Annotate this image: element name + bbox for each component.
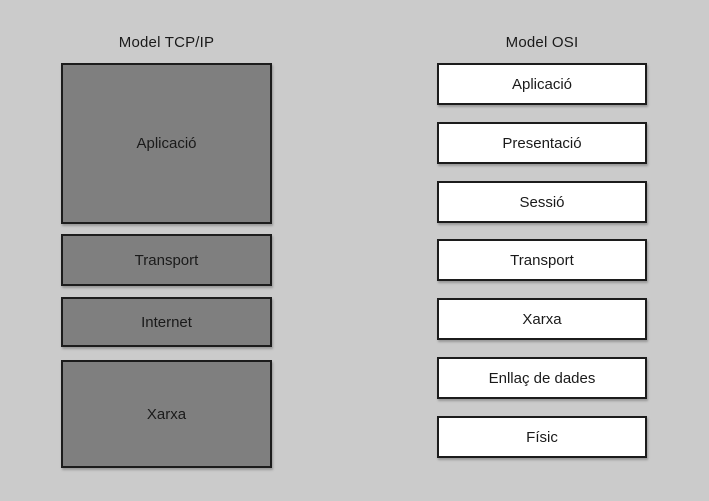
osi-layer-presentacio: Presentació bbox=[437, 122, 647, 164]
tcpip-layer-internet: Internet bbox=[61, 297, 272, 347]
osi-layer-transport: Transport bbox=[437, 239, 647, 281]
osi-layer-sessio: Sessió bbox=[437, 181, 647, 223]
tcpip-layer-xarxa: Xarxa bbox=[61, 360, 272, 468]
osi-layer-fisic: Físic bbox=[437, 416, 647, 458]
tcpip-layer-transport: Transport bbox=[61, 234, 272, 286]
osi-layer-xarxa: Xarxa bbox=[437, 298, 647, 340]
osi-layer-enllac-de-dades: Enllaç de dades bbox=[437, 357, 647, 399]
osi-layer-aplicacio: Aplicació bbox=[437, 63, 647, 105]
tcpip-column-title: Model TCP/IP bbox=[118, 34, 215, 51]
osi-column-title: Model OSI bbox=[505, 34, 579, 51]
tcpip-layer-aplicacio: Aplicació bbox=[61, 63, 272, 224]
